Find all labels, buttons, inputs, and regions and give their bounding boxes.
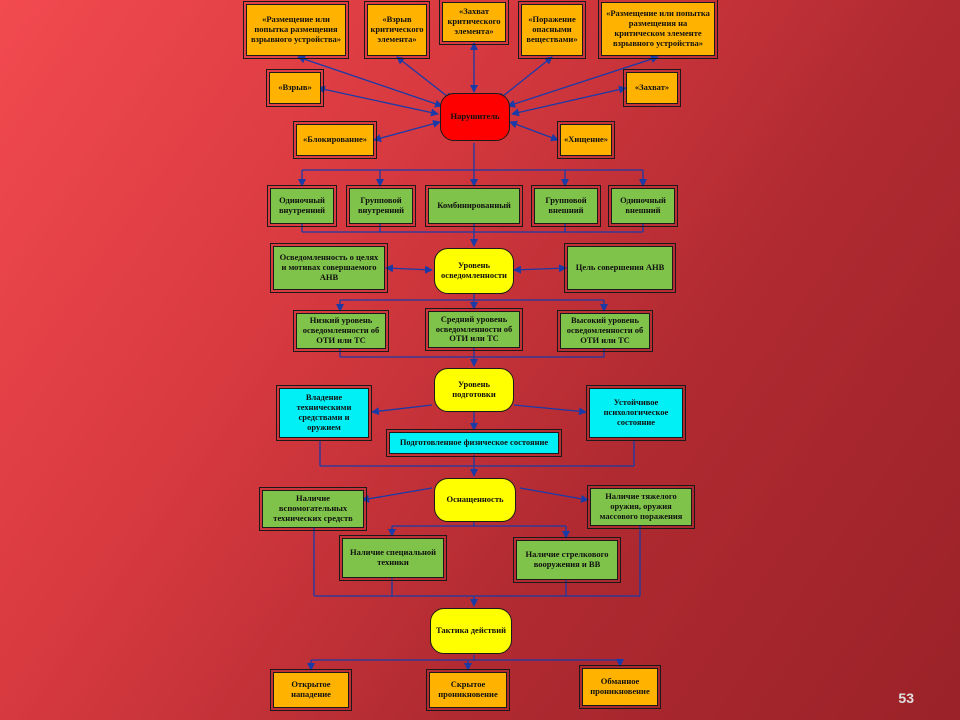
node-critical-element-capture: «Захват критического элемента»	[439, 0, 509, 45]
node-bomb-placement: «Размещение или попытка размещения взрыв…	[243, 1, 349, 59]
node-critical-bomb-placement: «Размещение или попытка размещения на кр…	[598, 0, 718, 59]
node-capture: «Захват»	[623, 69, 681, 107]
node-single-internal: Одиночный внутренний	[267, 185, 337, 227]
node-violator: Нарушитель	[440, 93, 510, 141]
node-mid-awareness: Средний уровень осведомленности об ОТИ и…	[425, 308, 523, 351]
node-tech-weapons: Владение техническими средствами и оружи…	[276, 385, 372, 441]
page-number: 53	[898, 690, 914, 706]
node-critical-element-explosion: «Взрыв критического элемента»	[364, 1, 430, 59]
node-low-awareness: Низкий уровень осведомленности об ОТИ ил…	[293, 310, 389, 352]
node-single-external: Одиночный внешний	[608, 185, 678, 227]
node-equipment: Оснащенность	[434, 478, 516, 522]
node-explosion: «Взрыв»	[266, 69, 324, 107]
node-special-tech: Наличие специальной техники	[339, 535, 447, 581]
node-deceptive-penetration: Обманное проникновение	[579, 665, 661, 709]
node-heavy-weapons: Наличие тяжелого оружия, оружия массовог…	[587, 485, 695, 529]
node-psych-state: Устойчивое психологическое состояние	[586, 385, 686, 441]
node-open-attack: Открытое нападение	[270, 669, 352, 711]
node-awareness-level: Уровень осведомленности	[434, 248, 514, 294]
node-group-external: Групповой внешний	[531, 185, 601, 227]
node-small-arms: Наличие стрелкового вооружения и ВВ	[513, 537, 621, 583]
node-physical-state: Подготовленное физическое состояние	[386, 429, 562, 457]
node-blocking: «Блокирование»	[293, 121, 377, 159]
node-hazardous-substances: «Поражение опасными веществами»	[518, 1, 586, 59]
node-high-awareness: Высокий уровень осведомленности об ОТИ и…	[557, 310, 653, 352]
node-aux-tech: Наличие вспомогательных технических сред…	[259, 487, 367, 531]
node-tactics: Тактика действий	[430, 608, 512, 654]
node-combined: Комбинированный	[425, 185, 523, 227]
node-group-internal: Групповой внутренний	[346, 185, 416, 227]
node-theft: «Хищение»	[557, 121, 615, 159]
node-covert-penetration: Скрытое проникновение	[426, 669, 510, 711]
node-goal-anv: Цель совершения АНВ	[564, 243, 676, 293]
node-awareness-goals: Осведомленность о целях и мотивах соверш…	[270, 243, 388, 293]
node-training-level: Уровень подготовки	[434, 368, 514, 412]
